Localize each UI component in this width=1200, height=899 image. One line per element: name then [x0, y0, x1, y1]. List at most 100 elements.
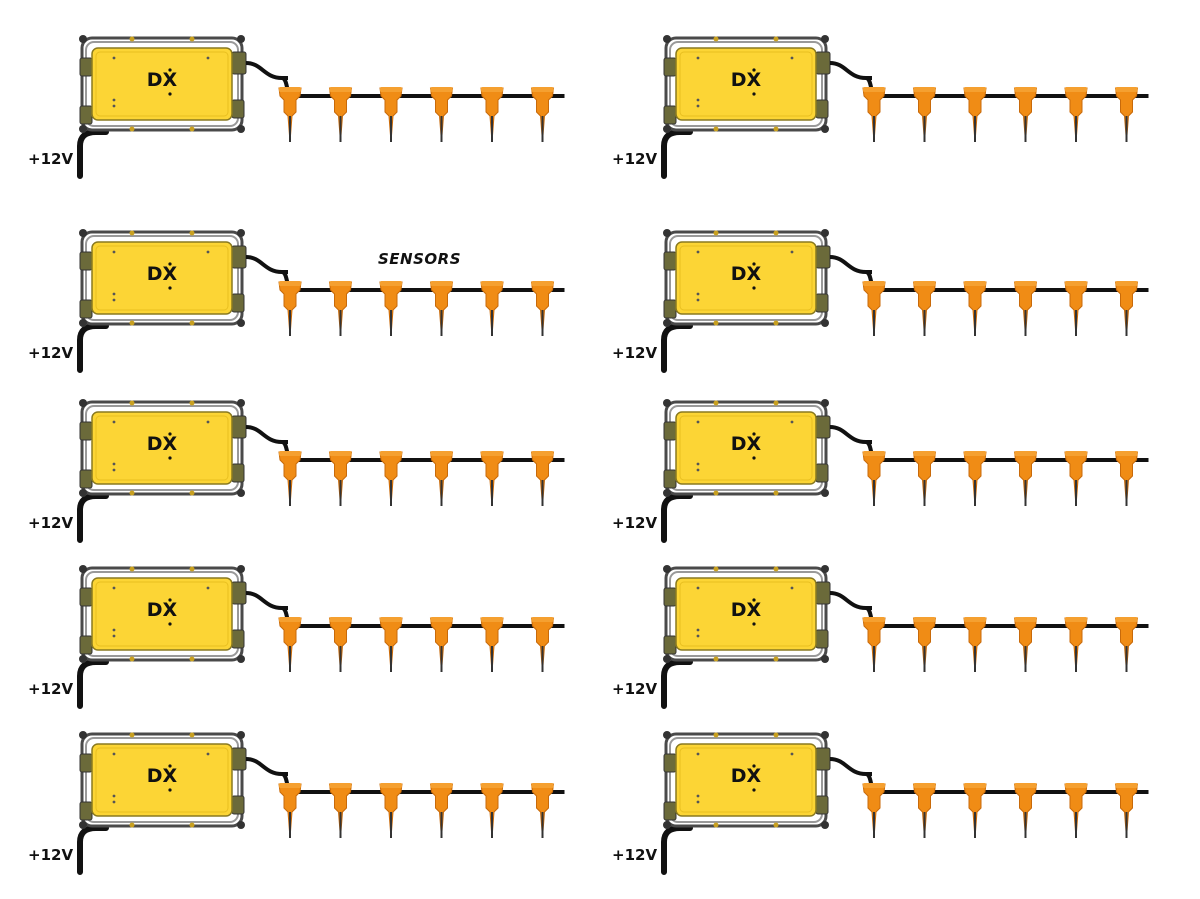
power-label: +12V — [612, 150, 657, 168]
power-label: +12V — [612, 344, 657, 362]
sensor-probe — [379, 86, 403, 143]
sensor-probe — [278, 450, 302, 507]
logger-unit: DX +12V — [28, 731, 565, 872]
brand-logo: DX — [731, 69, 762, 91]
sensor-probe — [1114, 280, 1139, 337]
logo-dot — [168, 788, 172, 792]
brand-logo: DX — [731, 599, 762, 621]
logger-box — [663, 229, 872, 370]
logo-dot — [752, 68, 756, 72]
sensor-probe — [429, 86, 454, 143]
sensor-probe — [530, 450, 555, 507]
logo-dot — [168, 432, 172, 436]
logger-box — [79, 565, 288, 706]
sensor-probe — [328, 782, 353, 839]
logo-dot — [752, 432, 756, 436]
logo-dot — [168, 456, 172, 460]
sensor-probe — [480, 450, 504, 507]
sensor-probe — [963, 86, 987, 143]
brand-logo: DX — [147, 599, 178, 621]
sensor-probe — [1064, 86, 1088, 143]
sensor-probe — [278, 616, 302, 673]
logo-dot — [752, 598, 756, 602]
sensor-probe — [328, 616, 353, 673]
brand-logo: DX — [731, 263, 762, 285]
power-label: +12V — [612, 514, 657, 532]
sensor-probe — [530, 280, 555, 337]
sensor-probe — [530, 86, 555, 143]
brand-logo: DX — [147, 433, 178, 455]
sensor-probe — [1114, 450, 1139, 507]
logo-dot — [752, 456, 756, 460]
sensor-probe — [963, 450, 987, 507]
logger-unit: DX +12V — [28, 399, 565, 540]
logo-dot — [752, 262, 756, 266]
sensor-probe — [480, 86, 504, 143]
power-label: +12V — [612, 680, 657, 698]
sensor-probe — [912, 782, 937, 839]
logo-dot — [168, 68, 172, 72]
sensor-probe — [862, 782, 886, 839]
logo-dot — [168, 622, 172, 626]
logo-dot — [752, 764, 756, 768]
sensor-probe — [1064, 782, 1088, 839]
sensor-probe — [862, 616, 886, 673]
power-label: +12V — [28, 846, 73, 864]
sensor-probe — [1114, 782, 1139, 839]
logger-box — [663, 399, 872, 540]
sensor-probe — [530, 782, 555, 839]
sensor-probe — [379, 450, 403, 507]
logo-dot — [168, 262, 172, 266]
logger-box — [663, 565, 872, 706]
sensor-probe — [429, 450, 454, 507]
logo-dot — [752, 286, 756, 290]
sensor-probe — [862, 450, 886, 507]
logger-unit: DX +12V — [612, 35, 1149, 176]
sensor-probe — [1114, 86, 1139, 143]
logger-unit: DX+12V — [28, 565, 565, 706]
sensor-probe — [328, 86, 353, 143]
brand-logo: DX — [147, 765, 178, 787]
sensor-probe — [278, 280, 302, 337]
brand-logo: DX — [731, 433, 762, 455]
sensor-probe — [429, 782, 454, 839]
logger-unit: DX+12V — [28, 229, 565, 370]
sensor-probe — [912, 86, 937, 143]
sensor-probe — [278, 86, 302, 143]
sensor-probe — [1013, 450, 1038, 507]
sensor-probe — [912, 280, 937, 337]
sensor-probe — [480, 280, 504, 337]
logo-dot — [168, 286, 172, 290]
sensor-probe — [1114, 616, 1139, 673]
logger-unit: DX +12V — [612, 229, 1149, 370]
brand-logo: DX — [731, 765, 762, 787]
logo-dot — [752, 788, 756, 792]
brand-logo: DX — [147, 263, 178, 285]
sensor-probe — [379, 280, 403, 337]
logger-box — [79, 35, 288, 176]
sensor-probe — [1064, 450, 1088, 507]
logger-box — [79, 399, 288, 540]
sensor-probe — [328, 450, 353, 507]
power-label: +12V — [28, 514, 73, 532]
sensor-probe — [1013, 86, 1038, 143]
sensor-probe — [912, 616, 937, 673]
logo-dot — [168, 764, 172, 768]
sensor-probe — [1064, 616, 1088, 673]
logger-unit: DX +12V — [612, 565, 1149, 706]
sensor-probe — [429, 280, 454, 337]
power-label: +12V — [612, 846, 657, 864]
logger-unit: DX +12V — [612, 399, 1149, 540]
logger-box — [79, 229, 288, 370]
sensor-probe — [1013, 280, 1038, 337]
sensor-probe — [1064, 280, 1088, 337]
logger-box — [663, 731, 872, 872]
sensor-probe — [862, 86, 886, 143]
sensor-probe — [429, 616, 454, 673]
sensor-probe — [963, 616, 987, 673]
sensor-probe — [480, 782, 504, 839]
sensor-probe — [480, 616, 504, 673]
logo-dot — [168, 92, 172, 96]
sensor-probe — [379, 616, 403, 673]
